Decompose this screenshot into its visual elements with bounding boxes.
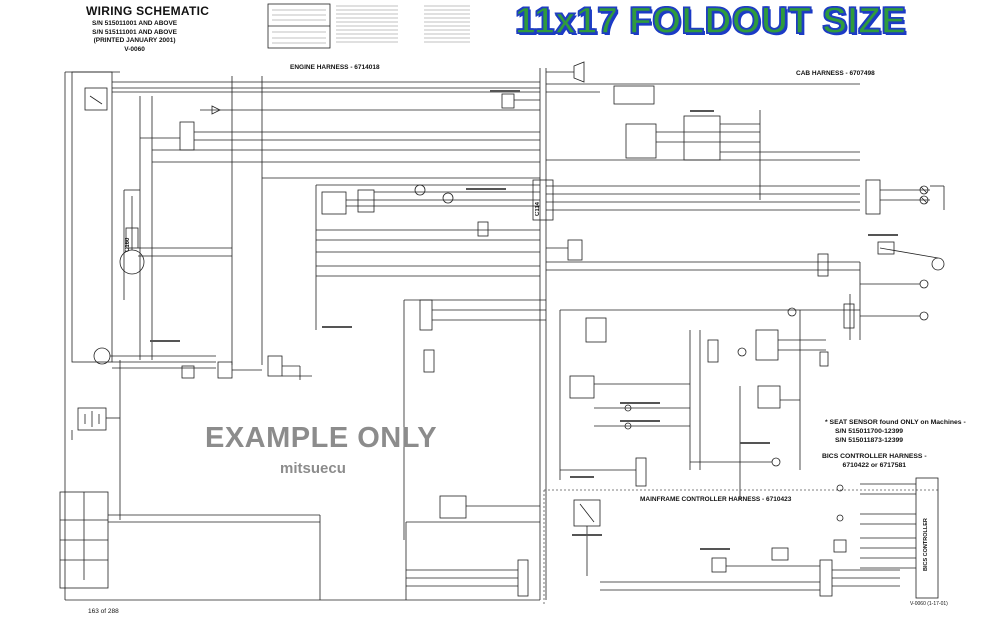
bics-harness-title: BICS CONTROLLER HARNESS -	[822, 453, 927, 460]
connector-c114-label: C114	[535, 201, 541, 216]
bics-harness-note: BICS CONTROLLER HARNESS - 6710422 or 671…	[822, 452, 927, 470]
seat-sensor-note: * SEAT SENSOR found ONLY on Machines - S…	[825, 418, 966, 445]
page-number: 163 of 288	[88, 608, 119, 615]
seat-sensor-sn-2: S/N 515011873-12399	[835, 437, 904, 444]
engine-harness-label: ENGINE HARNESS - 6714018	[290, 64, 380, 71]
cab-harness-label: CAB HARNESS - 6707498	[796, 70, 875, 77]
serial-line-2: S/N 515111001 AND ABOVE	[92, 28, 177, 36]
watermark-source: mitsuecu	[280, 460, 346, 477]
document-reference: V-0060 (1-17-01)	[910, 601, 948, 607]
seat-sensor-sn-1: S/N 515011700-12399	[835, 428, 904, 435]
seat-sensor-title: * SEAT SENSOR found ONLY on Machines -	[825, 419, 966, 426]
schematic-code: V-0060	[124, 45, 145, 53]
mainframe-harness-label: MAINFRAME CONTROLLER HARNESS - 6710423	[640, 496, 792, 503]
printed-date: (PRINTED JANUARY 2001)	[93, 37, 176, 44]
watermark-example-only: EXAMPLE ONLY	[205, 422, 438, 454]
connector-c160-label: C160	[125, 237, 131, 252]
schematic-title: WIRING SCHEMATIC	[86, 4, 210, 18]
serial-line-1: S/N 515011001 AND ABOVE	[92, 20, 178, 27]
schematic-serial-info: S/N 515011001 AND ABOVE S/N 515111001 AN…	[92, 20, 177, 54]
bics-controller-label: BICS CONTROLLER	[923, 518, 929, 572]
foldout-banner: 11x17 FOLDOUT SIZE	[514, 0, 907, 42]
bics-harness-numbers: 6710422 or 6717581	[842, 462, 907, 469]
